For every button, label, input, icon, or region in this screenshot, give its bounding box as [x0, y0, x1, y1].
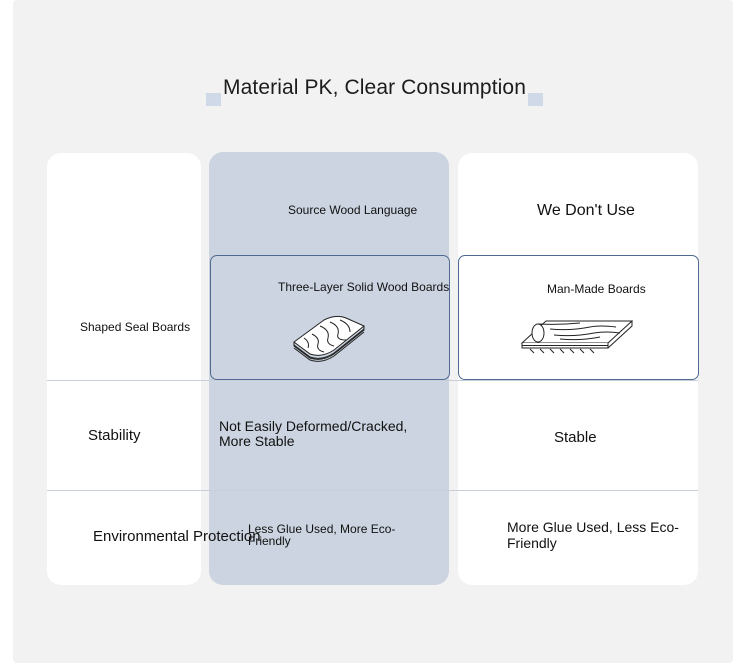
row-label-environment: Environmental Protection [93, 528, 261, 545]
source-material-cell [210, 255, 450, 380]
title-area: Material PK, Clear Consumption [206, 70, 543, 108]
plywood-sheet-icon [520, 320, 634, 354]
competitor-column [458, 153, 698, 585]
competitor-column-header: We Don't Use [537, 202, 635, 219]
competitor-material-cell [458, 255, 699, 380]
source-column [209, 152, 449, 585]
competitor-environment-text: More Glue Used, Less Eco-Friendly [507, 519, 679, 551]
competitor-stability-text: Stable [554, 429, 597, 446]
competitor-material-text: Man-Made Boards [547, 282, 646, 296]
layered-wood-board-icon [293, 315, 365, 362]
source-stability-text: Not Easily Deformed/Cracked, More Stable [219, 418, 408, 449]
row-divider [47, 490, 698, 491]
title-accent-left [206, 93, 221, 106]
label-column [47, 153, 201, 585]
page-title: Material PK, Clear Consumption [223, 76, 526, 99]
row-label-material: Shaped Seal Boards [80, 320, 191, 334]
row-divider [47, 380, 698, 381]
source-environment-text: Less Glue Used, More Eco-Friendly [248, 522, 396, 548]
row-label-stability: Stability [88, 427, 141, 444]
title-accent-right [528, 93, 543, 106]
source-material-text: Three-Layer Solid Wood Boards [278, 280, 450, 294]
source-column-header: Source Wood Language [288, 203, 418, 217]
